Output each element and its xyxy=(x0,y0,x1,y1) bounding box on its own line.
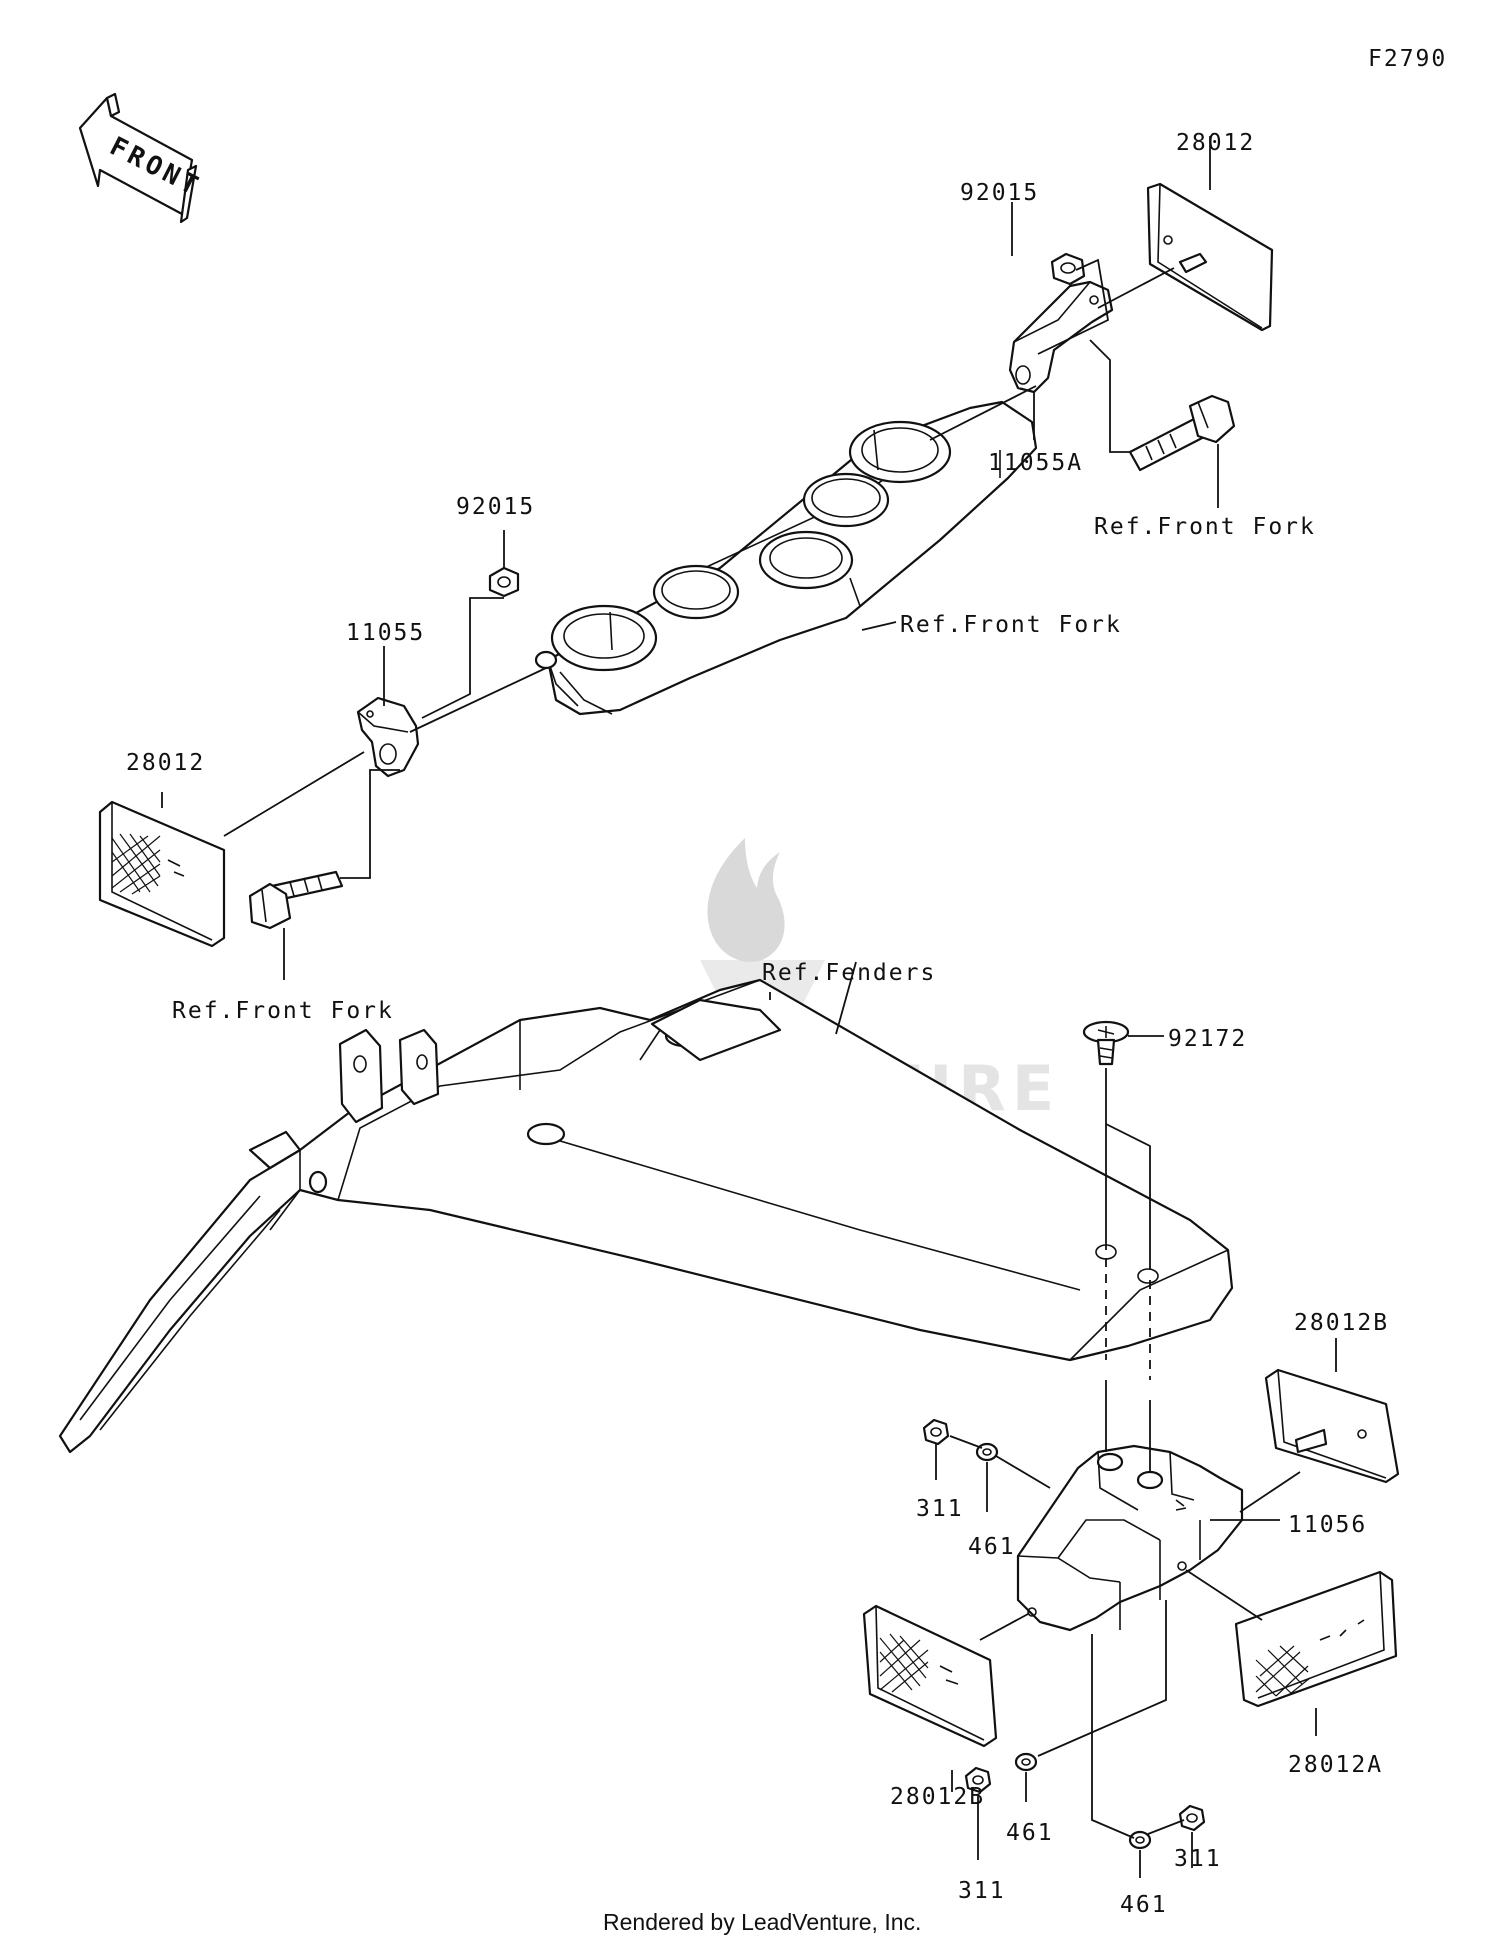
bolt-left-front-fork xyxy=(248,870,344,930)
bolt-right-front-fork xyxy=(1128,394,1236,472)
nut-311-lower-right xyxy=(1178,1804,1206,1832)
nut-311-upper xyxy=(922,1418,950,1446)
reflector-28012b-left xyxy=(862,1604,998,1748)
washer-461-lower-right xyxy=(1128,1830,1152,1850)
nut-92015-mid xyxy=(488,566,520,598)
label-461-lower-left: 461 xyxy=(1006,1820,1054,1846)
bracket-11055a xyxy=(1008,280,1114,394)
washer-461-lower-left xyxy=(1014,1752,1038,1772)
label-11056: 11056 xyxy=(1288,1512,1367,1538)
reflector-28012-top-right xyxy=(1146,182,1274,332)
fork-bracket xyxy=(534,400,1038,716)
label-ref-front-fork-bolt-left: Ref.Front Fork xyxy=(172,998,394,1024)
label-28012b-right: 28012B xyxy=(1294,1310,1389,1336)
nut-92015-top xyxy=(1050,252,1086,286)
front-arrow-icon: FRONT xyxy=(78,92,206,224)
label-311-upper: 311 xyxy=(916,1496,964,1522)
label-28012b-left: 28012B xyxy=(890,1784,985,1810)
label-ref-front-fork-bracket: Ref.Front Fork xyxy=(900,612,1122,638)
label-311-lower-right: 311 xyxy=(1174,1846,1222,1872)
label-461-lower-right: 461 xyxy=(1120,1892,1168,1918)
reflector-28012b-right xyxy=(1264,1368,1400,1484)
label-ref-front-fork-bolt-right: Ref.Front Fork xyxy=(1094,514,1316,540)
label-11055a: 11055A xyxy=(988,450,1083,476)
reflector-bracket-11056 xyxy=(1016,1444,1244,1632)
assembly-lines xyxy=(161,136,1337,1878)
part-labels: 28012 92015 11055A Ref.Front Fork Ref.Fr… xyxy=(126,130,1389,1918)
reflector-mesh xyxy=(1255,1645,1311,1697)
rear-fender xyxy=(58,978,1234,1454)
label-28012-top: 28012 xyxy=(1176,130,1255,156)
label-28012-left: 28012 xyxy=(126,750,205,776)
label-28012a: 28012A xyxy=(1288,1752,1383,1778)
label-311-lower-left: 311 xyxy=(958,1878,1006,1904)
screw-92172 xyxy=(1082,1020,1130,1066)
label-ref-fenders: Ref.Fenders xyxy=(762,960,936,986)
reflector-mesh xyxy=(111,833,161,895)
label-11055: 11055 xyxy=(346,620,425,646)
reflector-mesh xyxy=(879,1633,929,1693)
bracket-11055 xyxy=(356,696,420,778)
footer-credit: Rendered by LeadVenture, Inc. xyxy=(603,1909,921,1935)
reflector-28012a xyxy=(1234,1570,1398,1708)
label-92172: 92172 xyxy=(1168,1026,1247,1052)
nut-311-lower-left xyxy=(964,1766,992,1794)
label-92015-mid: 92015 xyxy=(456,494,535,520)
reflector-28012-left xyxy=(98,800,226,948)
label-92015-top: 92015 xyxy=(960,180,1039,206)
diagram-id: F2790 xyxy=(1368,46,1447,72)
label-461-upper: 461 xyxy=(968,1534,1016,1560)
